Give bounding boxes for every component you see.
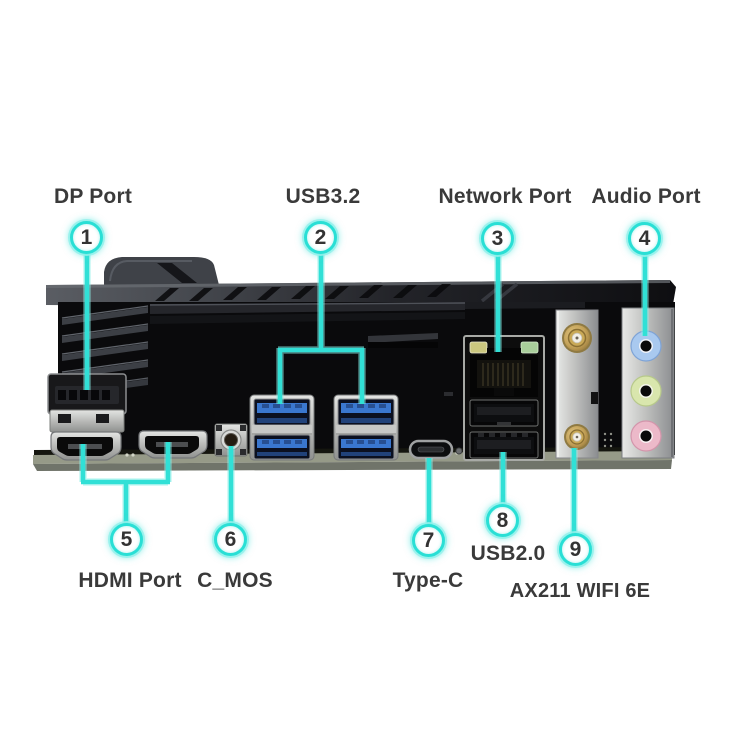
label-dp-port: DP Port xyxy=(53,185,133,208)
callout-badge-9: 9 xyxy=(559,533,592,566)
callout-badge-6: 6 xyxy=(214,523,247,556)
callout-line-5 xyxy=(80,442,171,526)
network-port xyxy=(463,335,545,461)
label-hdmi-port: HDMI Port xyxy=(78,569,182,592)
callout-badge-4: 4 xyxy=(628,222,661,255)
audio-jack-line-out xyxy=(630,375,662,407)
audio-jack-mic-in xyxy=(630,420,662,452)
cmos-button xyxy=(214,423,248,457)
callout-badge-5: 5 xyxy=(110,523,143,556)
callout-badge-1: 1 xyxy=(70,221,103,254)
audio-jack-line-in xyxy=(630,330,662,362)
label-cmos: C_MOS xyxy=(197,569,273,592)
label-type-c: Type-C xyxy=(392,569,464,592)
label-usb20: USB2.0 xyxy=(470,542,546,565)
wifi-antenna-connector-bottom xyxy=(564,424,590,450)
usb3-port-block-1 xyxy=(249,394,315,461)
callout-badge-7: 7 xyxy=(412,524,445,557)
label-ax211-wifi: AX211 WIFI 6E xyxy=(509,580,651,602)
usb3-port-block-2 xyxy=(333,394,399,461)
type-c-port xyxy=(408,439,463,460)
callout-badge-3: 3 xyxy=(481,222,514,255)
callout-badge-8: 8 xyxy=(486,504,519,537)
callout-line-2 xyxy=(277,252,365,404)
label-usb32: USB3.2 xyxy=(285,185,361,208)
label-network-port: Network Port xyxy=(438,185,572,208)
hdmi-port-2 xyxy=(138,430,208,459)
usb2-port-1 xyxy=(469,399,539,427)
callout-badge-2: 2 xyxy=(304,221,337,254)
wifi-antenna-connector-top xyxy=(562,323,592,353)
board-detail-dots xyxy=(603,432,613,448)
label-audio-port: Audio Port xyxy=(591,185,701,208)
